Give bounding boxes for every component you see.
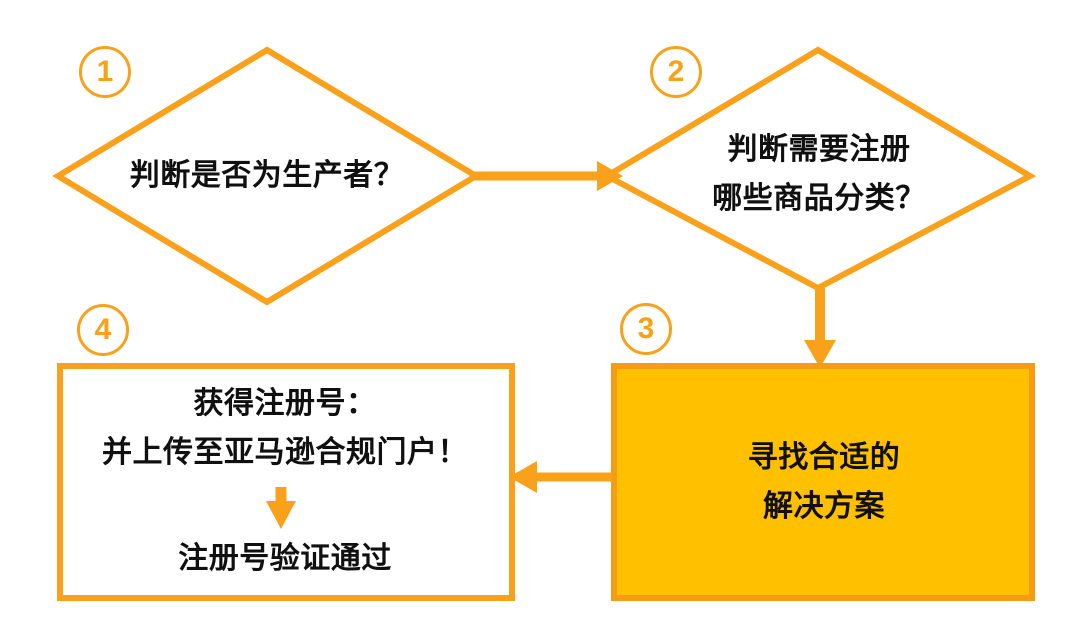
step-badge-2-label: 2 — [667, 55, 685, 88]
connector-inner-down-arrow-step4 — [266, 487, 296, 529]
step-badge-1-label: 1 — [96, 55, 114, 88]
connector-step2-to-step3 — [804, 288, 836, 368]
step-badge-4: 4 — [77, 304, 129, 356]
connector-step3-to-step4 — [509, 461, 612, 493]
node-box-step4[interactable] — [57, 363, 515, 601]
step-badge-2: 2 — [650, 46, 702, 98]
connector-step1-to-step2 — [473, 161, 623, 191]
step-badge-3-label: 3 — [637, 312, 655, 345]
step-badge-1: 1 — [79, 46, 131, 98]
step-badge-3: 3 — [620, 303, 672, 355]
node-diamond-step1[interactable] — [52, 46, 482, 306]
node-box-step3[interactable] — [611, 363, 1035, 601]
step-badge-4-label: 4 — [94, 313, 112, 346]
